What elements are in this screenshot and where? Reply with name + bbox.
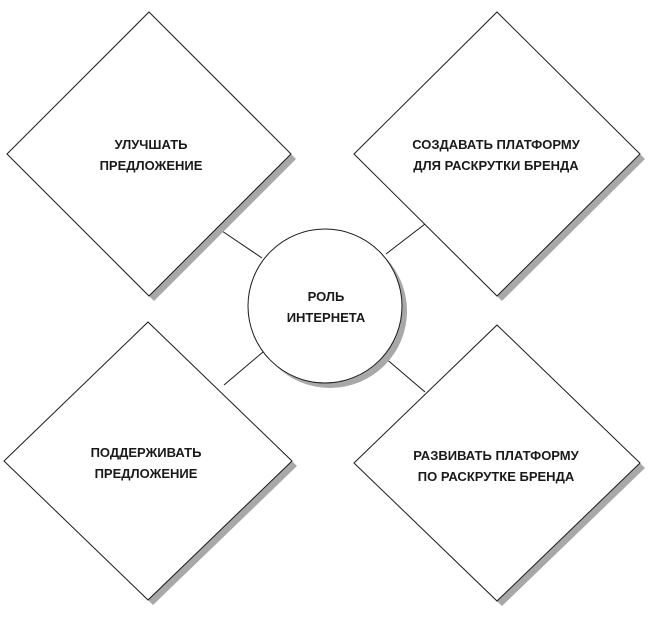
label-bottom-left-line2: ПРЕДЛОЖЕНИЕ xyxy=(94,466,198,481)
connector-bottom-left xyxy=(223,351,264,386)
diamond-bottom-right-shape xyxy=(353,324,641,602)
center-circle xyxy=(247,228,407,388)
label-bottom-right-line2: ПО РАСКРУТКЕ БРЕНДА xyxy=(417,469,575,484)
label-top-right: СОЗДАВАТЬ ПЛАТФОРМУ ДЛЯ РАСКРУТКИ БРЕНДА xyxy=(412,134,580,176)
label-bottom-left: ПОДДЕРЖИВАТЬ ПРЕДЛОЖЕНИЕ xyxy=(91,442,202,484)
center-circle-shape xyxy=(247,228,403,384)
label-top-right-line1: СОЗДАВАТЬ ПЛАТФОРМУ xyxy=(412,137,580,152)
label-bottom-right: РАЗВИВАТЬ ПЛАТФОРМУ ПО РАСКРУТКЕ БРЕНДА xyxy=(413,445,578,487)
label-bottom-right-line1: РАЗВИВАТЬ ПЛАТФОРМУ xyxy=(413,448,579,463)
connector-bottom-right xyxy=(383,356,426,393)
diamond-bottom-left xyxy=(3,321,297,605)
diamond-top-left xyxy=(6,11,296,301)
label-bottom-left-line1: ПОДДЕРЖИВАТЬ xyxy=(90,445,202,460)
diamond-top-right xyxy=(353,11,645,301)
connector-top-left xyxy=(221,230,263,259)
label-center-line2: ИНТЕРНЕТА xyxy=(286,310,366,325)
diamond-top-right-shape xyxy=(353,11,641,297)
label-center: РОЛЬ ИНТЕРНЕТА xyxy=(287,286,366,328)
diamond-top-left-shape xyxy=(6,11,292,297)
label-center-line1: РОЛЬ xyxy=(307,289,345,304)
label-top-right-line2: ДЛЯ РАСКРУТКИ БРЕНДА xyxy=(413,158,579,173)
label-top-left-line2: ПРЕДЛОЖЕНИЕ xyxy=(99,158,203,173)
diamond-bottom-right xyxy=(353,324,645,606)
label-top-left-line1: УЛУЧШАТЬ xyxy=(114,137,188,152)
connector-top-right xyxy=(385,223,426,255)
label-top-left: УЛУЧШАТЬ ПРЕДЛОЖЕНИЕ xyxy=(100,134,203,176)
diamond-bottom-left-shape xyxy=(3,321,293,601)
